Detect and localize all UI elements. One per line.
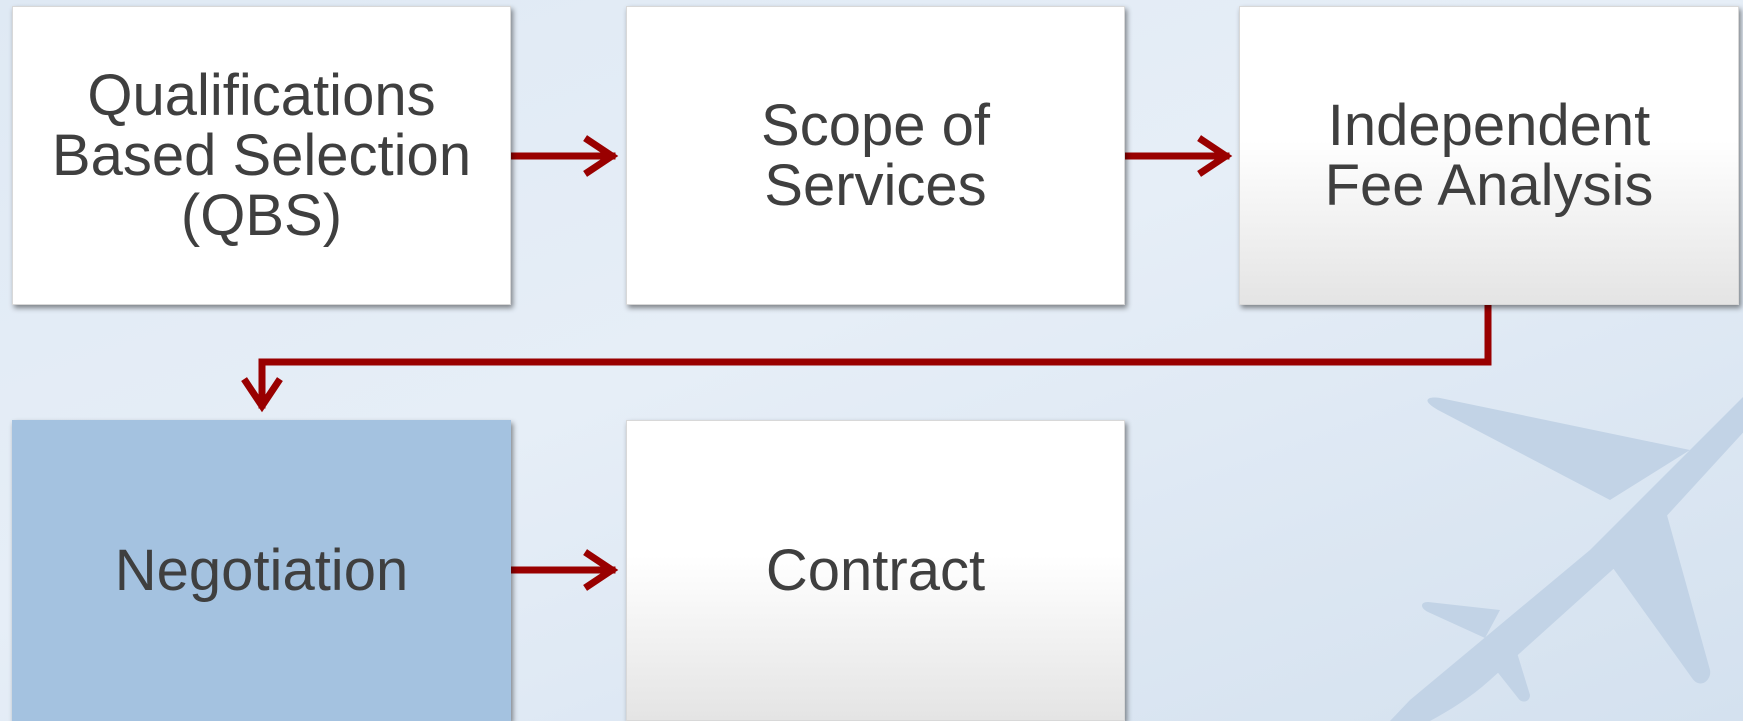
step-scope-label: Scope of Services	[761, 92, 990, 218]
step-contract-label: Contract	[765, 537, 986, 603]
arrow-fee-to-negotiation	[258, 304, 1492, 409]
step-qbs-label: Qualifications Based Selection (QBS)	[51, 62, 472, 248]
arrowhead-scope-to-fee	[1197, 135, 1233, 177]
step-qbs: Qualifications Based Selection (QBS)	[12, 6, 511, 305]
step-fee-label: Independent Fee Analysis	[1324, 92, 1654, 218]
step-negotiation: Negotiation	[12, 420, 511, 721]
arrowhead-negotiation-to-contract	[583, 549, 619, 591]
step-contract: Contract	[626, 420, 1125, 721]
step-scope-of-services: Scope of Services	[626, 6, 1125, 305]
step-independent-fee-analysis: Independent Fee Analysis	[1239, 6, 1739, 305]
step-negotiation-label: Negotiation	[114, 537, 409, 603]
arrowhead-qbs-to-scope	[583, 135, 619, 177]
airplane-icon	[1390, 397, 1743, 721]
arrowhead-fee-to-negotiation	[241, 377, 283, 413]
